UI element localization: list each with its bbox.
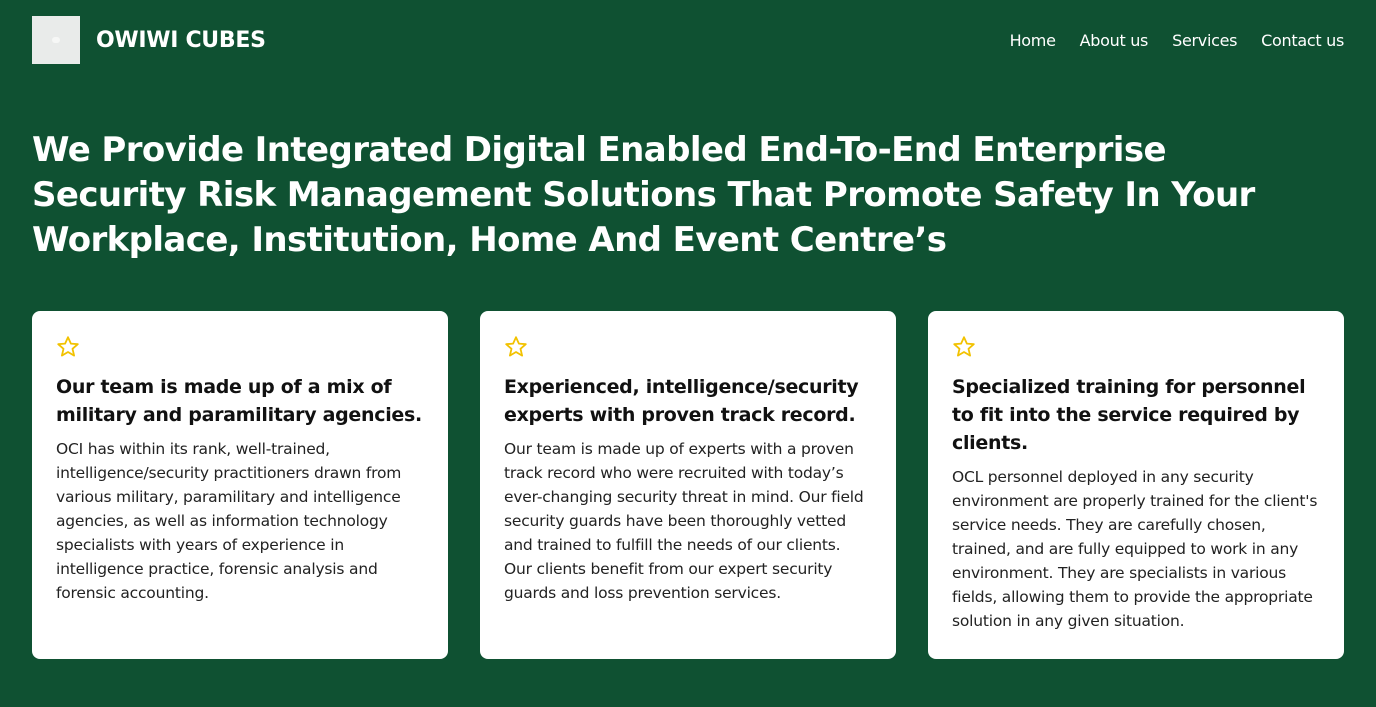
- feature-card: Specialized training for personnel to fi…: [928, 311, 1344, 659]
- brand[interactable]: OWIWI CUBES: [32, 16, 266, 64]
- brand-name[interactable]: OWIWI CUBES: [96, 27, 266, 53]
- nav-contact-link[interactable]: Contact us: [1261, 30, 1344, 50]
- feature-card: Experienced, intelligence/security exper…: [480, 311, 896, 659]
- feature-card: Our team is made up of a mix of military…: [32, 311, 448, 659]
- hero-title: We Provide Integrated Digital Enabled En…: [32, 130, 1255, 260]
- nav-services-link[interactable]: Services: [1172, 30, 1238, 50]
- card-title: Specialized training for personnel to fi…: [952, 376, 1306, 454]
- feature-cards: Our team is made up of a mix of military…: [32, 311, 1344, 659]
- nav-home-link[interactable]: Home: [1009, 30, 1056, 50]
- star-icon: [953, 336, 975, 357]
- card-text: OCL personnel deployed in any security e…: [952, 468, 1318, 630]
- hero-section: We Provide Integrated Digital Enabled En…: [32, 128, 1282, 263]
- logo-image[interactable]: [32, 16, 80, 64]
- star-icon: [505, 336, 527, 357]
- nav-about-link[interactable]: About us: [1079, 30, 1149, 50]
- main-nav: Home About us Services Contact us: [1009, 30, 1345, 50]
- logo-placeholder-icon: [52, 37, 60, 43]
- card-title: Our team is made up of a mix of military…: [56, 376, 422, 426]
- star-icon: [57, 336, 79, 357]
- card-title: Experienced, intelligence/security exper…: [504, 376, 859, 426]
- site-header: OWIWI CUBES Home About us Services Conta…: [32, 0, 1344, 80]
- card-text: Our team is made up of experts with a pr…: [504, 440, 864, 602]
- card-text: OCI has within its rank, well-trained, i…: [56, 440, 402, 602]
